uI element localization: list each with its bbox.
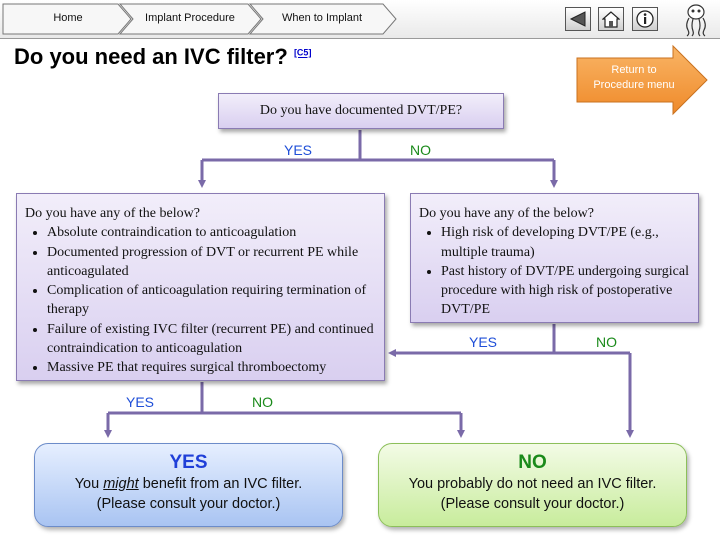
back-button[interactable] (565, 7, 591, 31)
result-no-line2: (Please consult your doctor.) (440, 496, 625, 512)
jellyfish-logo-icon (686, 4, 706, 37)
list-item: Past history of DVT/PE undergoing surgic… (441, 262, 690, 320)
left-criteria-list: Absolute contraindication to anticoagula… (25, 223, 376, 377)
breadcrumb-when-to-implant[interactable]: When to Implant (262, 1, 382, 35)
info-button[interactable] (632, 7, 658, 31)
result-yes-emphasis: might (103, 476, 139, 492)
return-to-procedure-menu-button[interactable] (575, 44, 711, 116)
list-item: High risk of developing DVT/PE (e.g., mu… (441, 223, 690, 262)
result-yes-line1: You might benefit from an IVC filter. (35, 474, 342, 494)
question-contraindication-criteria: Do you have any of the below? Absolute c… (16, 193, 385, 381)
breadcrumb-when-to-implant-label: When to Implant (281, 12, 363, 24)
back-triangle-icon (569, 11, 586, 27)
list-item: Absolute contraindication to anticoagula… (47, 223, 376, 242)
left-yes-label: YES (126, 394, 155, 410)
info-icon (636, 10, 654, 28)
return-button-label[interactable]: Return to Procedure menu (578, 63, 690, 93)
list-item: Massive PE that requires surgical thromb… (47, 358, 376, 377)
home-button[interactable] (598, 7, 624, 31)
breadcrumb-home[interactable]: Home (14, 1, 122, 35)
list-item: Failure of existing IVC filter (recurren… (47, 320, 376, 359)
result-yes-box: YES You might benefit from an IVC filter… (34, 443, 343, 527)
q1-yes-label: YES (284, 142, 313, 158)
right-no-label: NO (596, 334, 617, 350)
list-item: Documented progression of DVT or recurre… (47, 243, 376, 282)
return-button-line2: Procedure menu (593, 79, 675, 91)
result-no-heading: NO (518, 452, 547, 473)
reference-link[interactable]: [C5] (293, 47, 312, 58)
result-no-line1: You probably do not need an IVC filter. (408, 476, 657, 492)
result-yes-line1-pre: You (74, 476, 104, 492)
top-nav-bar: Home Implant Procedure When to Implant (0, 0, 720, 39)
left-no-label: NO (252, 394, 273, 410)
breadcrumb-implant-procedure-label: Implant Procedure (145, 12, 235, 24)
result-no-box: NO You probably do not need an IVC filte… (378, 443, 687, 527)
result-yes-heading: YES (169, 452, 208, 473)
q1-no-label: NO (410, 142, 431, 158)
result-yes-line2: (Please consult your doctor.) (96, 496, 281, 512)
breadcrumb-shapes (2, 3, 397, 35)
result-yes-line1-post: benefit from an IVC filter. (138, 476, 303, 492)
question-high-risk-criteria: Do you have any of the below? High risk … (410, 193, 699, 323)
question-documented-dvt-pe-text: Do you have documented DVT/PE? (259, 103, 463, 118)
right-box-intro: Do you have any of the below? (419, 206, 594, 221)
page-title-text: Do you need an IVC filter? (14, 44, 288, 69)
list-item: Complication of anticoagulation requirin… (47, 281, 376, 320)
return-button-line1: Return to (611, 64, 657, 76)
right-yes-label: YES (469, 334, 498, 350)
breadcrumb-implant-procedure[interactable]: Implant Procedure (134, 1, 246, 35)
question-documented-dvt-pe: Do you have documented DVT/PE? (218, 93, 504, 129)
breadcrumb-home-label: Home (53, 12, 83, 24)
house-icon (602, 10, 620, 28)
left-box-intro: Do you have any of the below? (25, 206, 200, 221)
right-criteria-list: High risk of developing DVT/PE (e.g., mu… (419, 223, 690, 319)
page-title: Do you need an IVC filter? [C5] (14, 44, 311, 70)
